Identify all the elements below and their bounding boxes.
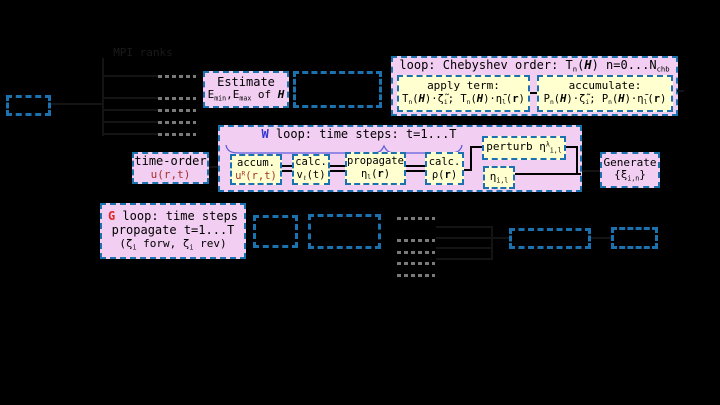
g-loop-line2: propagate t=1...T (111, 223, 235, 238)
calc-v-box: calc. vℓ(t) (292, 154, 330, 185)
calc-rho-formula: ρ(r) (431, 168, 458, 181)
estimate-formula: Emin,Emax of H (207, 88, 285, 103)
accumulate-title: accumulate: (568, 79, 642, 93)
eta-box: ηi,l (483, 166, 515, 189)
dashed-stub (158, 109, 196, 112)
dashed-stub (397, 251, 435, 254)
g-loop-line3: (ζi forw, ζi rev) (119, 236, 227, 252)
connector-line (462, 169, 472, 171)
estimate-emin-emax-box: Estimate Emin,Emax of H (203, 71, 289, 108)
dashed-stub (397, 217, 435, 220)
connector-line (576, 146, 578, 175)
apply-term-formula: Tn(H)·ζ̃i; Tn(H)·η̄l(r) (402, 92, 525, 107)
connector-line (328, 170, 345, 172)
connector-line (280, 170, 292, 172)
generate-title: Generate (603, 155, 657, 169)
connector-line (470, 146, 472, 171)
connector-line (104, 75, 158, 77)
dashed-stub (397, 239, 435, 242)
propagate-formula: ηl(r) (360, 167, 391, 182)
dark-box-5 (509, 228, 591, 249)
dark-box-3 (253, 215, 298, 248)
connector-line (566, 146, 578, 148)
connector-line (104, 109, 158, 111)
g-loop-line1: G loop: time steps (107, 209, 239, 224)
dashed-stub (397, 274, 435, 277)
dashed-stub (158, 121, 196, 124)
connector-line (582, 170, 600, 172)
connector-line (436, 258, 493, 260)
w-loop-header: W loop: time steps: t=1...T (261, 127, 457, 141)
apply-term-box: apply term: Tn(H)·ζ̃i; Tn(H)·η̄l(r) (397, 75, 530, 112)
connector-line (51, 103, 104, 105)
calc-rho-title: calc. (428, 155, 461, 168)
connector-line (436, 237, 509, 239)
accum-formula: uR(r,t) (235, 169, 277, 182)
g-loop-box: G loop: time steps propagate t=1...T (ζi… (100, 203, 246, 259)
eta-label: ηi,l (489, 169, 509, 184)
perturb-box: perturb ηλi,l (482, 136, 566, 160)
dashed-stub (158, 97, 196, 100)
connector-line (530, 92, 539, 94)
generate-xi-box: Generate {ξi,n} (600, 152, 660, 188)
dark-box-4 (308, 214, 381, 249)
connector-line (436, 247, 493, 249)
connector-line (328, 165, 345, 167)
time-order-box: time-order u(r,t) (132, 152, 209, 184)
chebyshev-loop-container: loop: Chebyshev order: Tn(H) n=0...Nchb … (391, 56, 678, 116)
connector-line (436, 226, 493, 228)
accumulate-box: accumulate: Pn(H)·ζ̃i; Pn(H)·η̄l(r) (537, 75, 673, 112)
time-order-title: time-order (134, 153, 207, 168)
mpi-ranks-label: MPI ranks (113, 46, 173, 59)
connector-line (404, 170, 425, 172)
connector-line (677, 90, 684, 92)
connector-line (104, 121, 158, 123)
apply-term-title: apply term: (427, 79, 500, 93)
generate-formula: {ξi,n} (614, 168, 646, 183)
time-order-formula: u(r,t) (150, 167, 191, 181)
accumulate-formula: Pn(H)·ζ̃i; Pn(H)·η̄l(r) (543, 92, 667, 107)
estimate-title: Estimate (217, 74, 275, 89)
accum-u-box: accum. uR(r,t) (230, 154, 282, 185)
connector-line (104, 97, 158, 99)
connector-line (102, 58, 104, 136)
calc-rho-box: calc. ρ(r) (425, 152, 464, 185)
calc-v-formula: vℓ(t) (296, 168, 326, 183)
connector-line (590, 237, 611, 239)
dark-box-2 (293, 71, 382, 108)
connector-line (209, 166, 218, 168)
connector-line (404, 165, 425, 167)
propagate-title: propagate (347, 155, 404, 168)
dashed-stub (158, 75, 196, 78)
dashed-stub (397, 262, 435, 265)
connector-line (515, 173, 581, 175)
calc-v-title: calc. (295, 156, 327, 169)
dashed-stub (158, 133, 196, 136)
propagate-eta-box: propagate ηl(r) (345, 152, 406, 185)
connector-line (280, 165, 292, 167)
connector-line (472, 146, 482, 148)
chebyshev-loop-header: loop: Chebyshev order: Tn(H) n=0...Nchb (399, 58, 670, 74)
dark-box-6 (611, 227, 658, 249)
accum-title: accum. (237, 156, 275, 169)
dark-box-start (6, 95, 51, 116)
connector-line (491, 226, 493, 260)
connector-line (104, 133, 158, 135)
perturb-label: perturb ηλi,l (486, 140, 562, 155)
w-loop-container: W loop: time steps: t=1...T accum. uR(r,… (218, 125, 582, 192)
